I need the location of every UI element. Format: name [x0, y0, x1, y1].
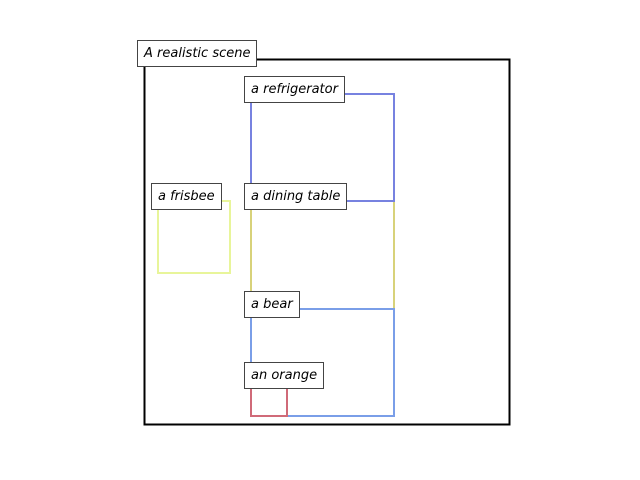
scene-title-label: A realistic scene — [137, 40, 258, 67]
scene-frame — [143, 58, 511, 426]
dining-table-label: a dining table — [244, 183, 348, 210]
orange-label: an orange — [244, 362, 325, 389]
frisbee-box — [157, 200, 231, 274]
bear-label: a bear — [244, 291, 300, 318]
refrigerator-label: a refrigerator — [244, 76, 345, 103]
frisbee-label: a frisbee — [151, 183, 222, 210]
